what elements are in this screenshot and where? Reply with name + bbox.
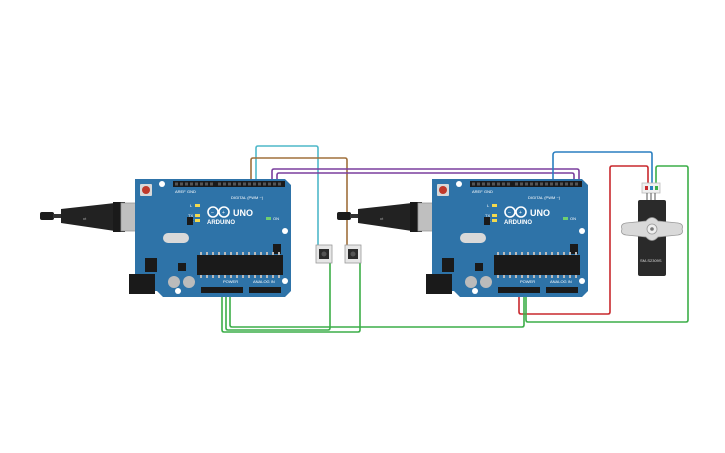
mounting-hole <box>472 288 478 294</box>
arduino-board-2[interactable]: ⇄ DIGITAL (PWM ~) AREF GND L TX RX – + A… <box>337 179 588 297</box>
svg-text:+: + <box>519 210 522 216</box>
mounting-hole <box>282 228 288 234</box>
power-jack <box>426 274 452 294</box>
svg-text:–: – <box>211 210 214 216</box>
led-rx <box>492 219 497 222</box>
gnd-label: GND <box>484 189 493 194</box>
brand-label: ARDUINO <box>207 220 235 226</box>
mounting-hole <box>175 288 181 294</box>
mounting-hole <box>579 278 585 284</box>
power-header[interactable] <box>498 287 540 293</box>
wire-green-3[interactable] <box>221 263 361 333</box>
digital-label: DIGITAL (PWM ~) <box>528 195 561 200</box>
wire-blue[interactable] <box>552 151 653 184</box>
voltage-regulator <box>442 258 454 272</box>
mounting-hole <box>159 181 165 187</box>
wire-red[interactable] <box>518 165 649 315</box>
wire-green-1[interactable] <box>229 294 525 328</box>
wires <box>221 145 689 333</box>
voltage-regulator <box>145 258 157 272</box>
wire-brown[interactable] <box>250 157 348 245</box>
pushbutton-2[interactable] <box>344 244 362 264</box>
aref-label: AREF <box>175 189 186 194</box>
wire-green-servo[interactable] <box>525 165 689 323</box>
mounting-hole <box>579 228 585 234</box>
usb-cable: ⇄ <box>337 202 422 232</box>
analog-label: ANALOG IN <box>253 279 275 284</box>
power-header[interactable] <box>201 287 243 293</box>
on-label: ON <box>273 216 279 221</box>
analog-header[interactable] <box>546 287 578 293</box>
gnd-label: GND <box>187 189 196 194</box>
icsp-header <box>187 217 193 225</box>
microcontroller-chip <box>494 255 580 275</box>
microcontroller-chip <box>197 255 283 275</box>
power-label: POWER <box>520 279 535 284</box>
icsp-header <box>273 244 281 254</box>
on-label: ON <box>570 216 576 221</box>
analog-header[interactable] <box>249 287 281 293</box>
usb-cable: ⇄ <box>40 202 125 232</box>
wire-purple-1[interactable] <box>271 168 580 183</box>
capacitor <box>168 276 180 288</box>
arduino-logo-icon: – + <box>504 206 527 218</box>
tx-label: TX <box>188 213 193 218</box>
wire-cyan[interactable] <box>255 145 319 245</box>
led-l <box>195 204 200 207</box>
l-label: L <box>190 203 193 208</box>
servo-label: SM-S2309S <box>640 258 662 263</box>
led-on <box>563 217 568 220</box>
l-label: L <box>487 203 490 208</box>
brand-label: ARDUINO <box>504 220 532 226</box>
led-tx <box>195 214 200 217</box>
model-label: UNO <box>233 208 253 218</box>
wire-purple-2[interactable] <box>276 172 575 183</box>
led-rx <box>195 219 200 222</box>
crystal-oscillator <box>460 233 486 243</box>
led-tx <box>492 214 497 217</box>
mounting-hole <box>456 181 462 187</box>
mounting-hole <box>282 278 288 284</box>
power-jack <box>129 274 155 294</box>
svg-text:⇄: ⇄ <box>380 216 384 221</box>
icsp-header <box>484 217 490 225</box>
led-on <box>266 217 271 220</box>
aref-label: AREF <box>472 189 483 194</box>
arduino-board-1[interactable]: ⇄ DIGITAL (PWM ~) AREF GND L TX RX <box>40 179 291 297</box>
capacitor <box>480 276 492 288</box>
analog-label: ANALOG IN <box>550 279 572 284</box>
svg-text:–: – <box>508 210 511 216</box>
capacitor <box>465 276 477 288</box>
svg-text:+: + <box>222 210 225 216</box>
wire-green-2[interactable] <box>225 263 331 331</box>
crystal-oscillator <box>163 233 189 243</box>
servo-motor[interactable]: SM-S2309S <box>621 182 683 276</box>
capacitor <box>183 276 195 288</box>
tx-label: TX <box>485 213 490 218</box>
digital-label: DIGITAL (PWM ~) <box>231 195 264 200</box>
icsp-header <box>570 244 578 254</box>
led-l <box>492 204 497 207</box>
model-label: UNO <box>530 208 550 218</box>
arduino-logo-icon: – + <box>207 206 230 218</box>
power-label: POWER <box>223 279 238 284</box>
pushbutton-1[interactable] <box>315 244 333 264</box>
svg-text:⇄: ⇄ <box>83 216 87 221</box>
